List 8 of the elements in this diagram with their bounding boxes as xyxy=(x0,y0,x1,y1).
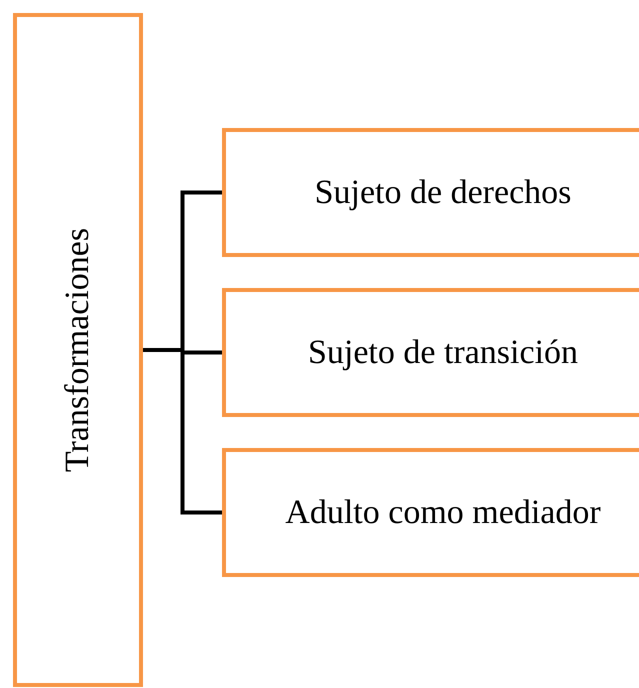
box-label: Sujeto de derechos xyxy=(314,176,572,210)
text-box xyxy=(222,128,639,257)
text-box xyxy=(13,13,143,687)
box-label: Adulto como mediador xyxy=(285,496,601,530)
text-box xyxy=(222,288,639,417)
box-label: Transformaciones xyxy=(61,228,95,472)
text-box xyxy=(222,448,639,577)
box-label: Sujeto de transición xyxy=(308,336,578,370)
